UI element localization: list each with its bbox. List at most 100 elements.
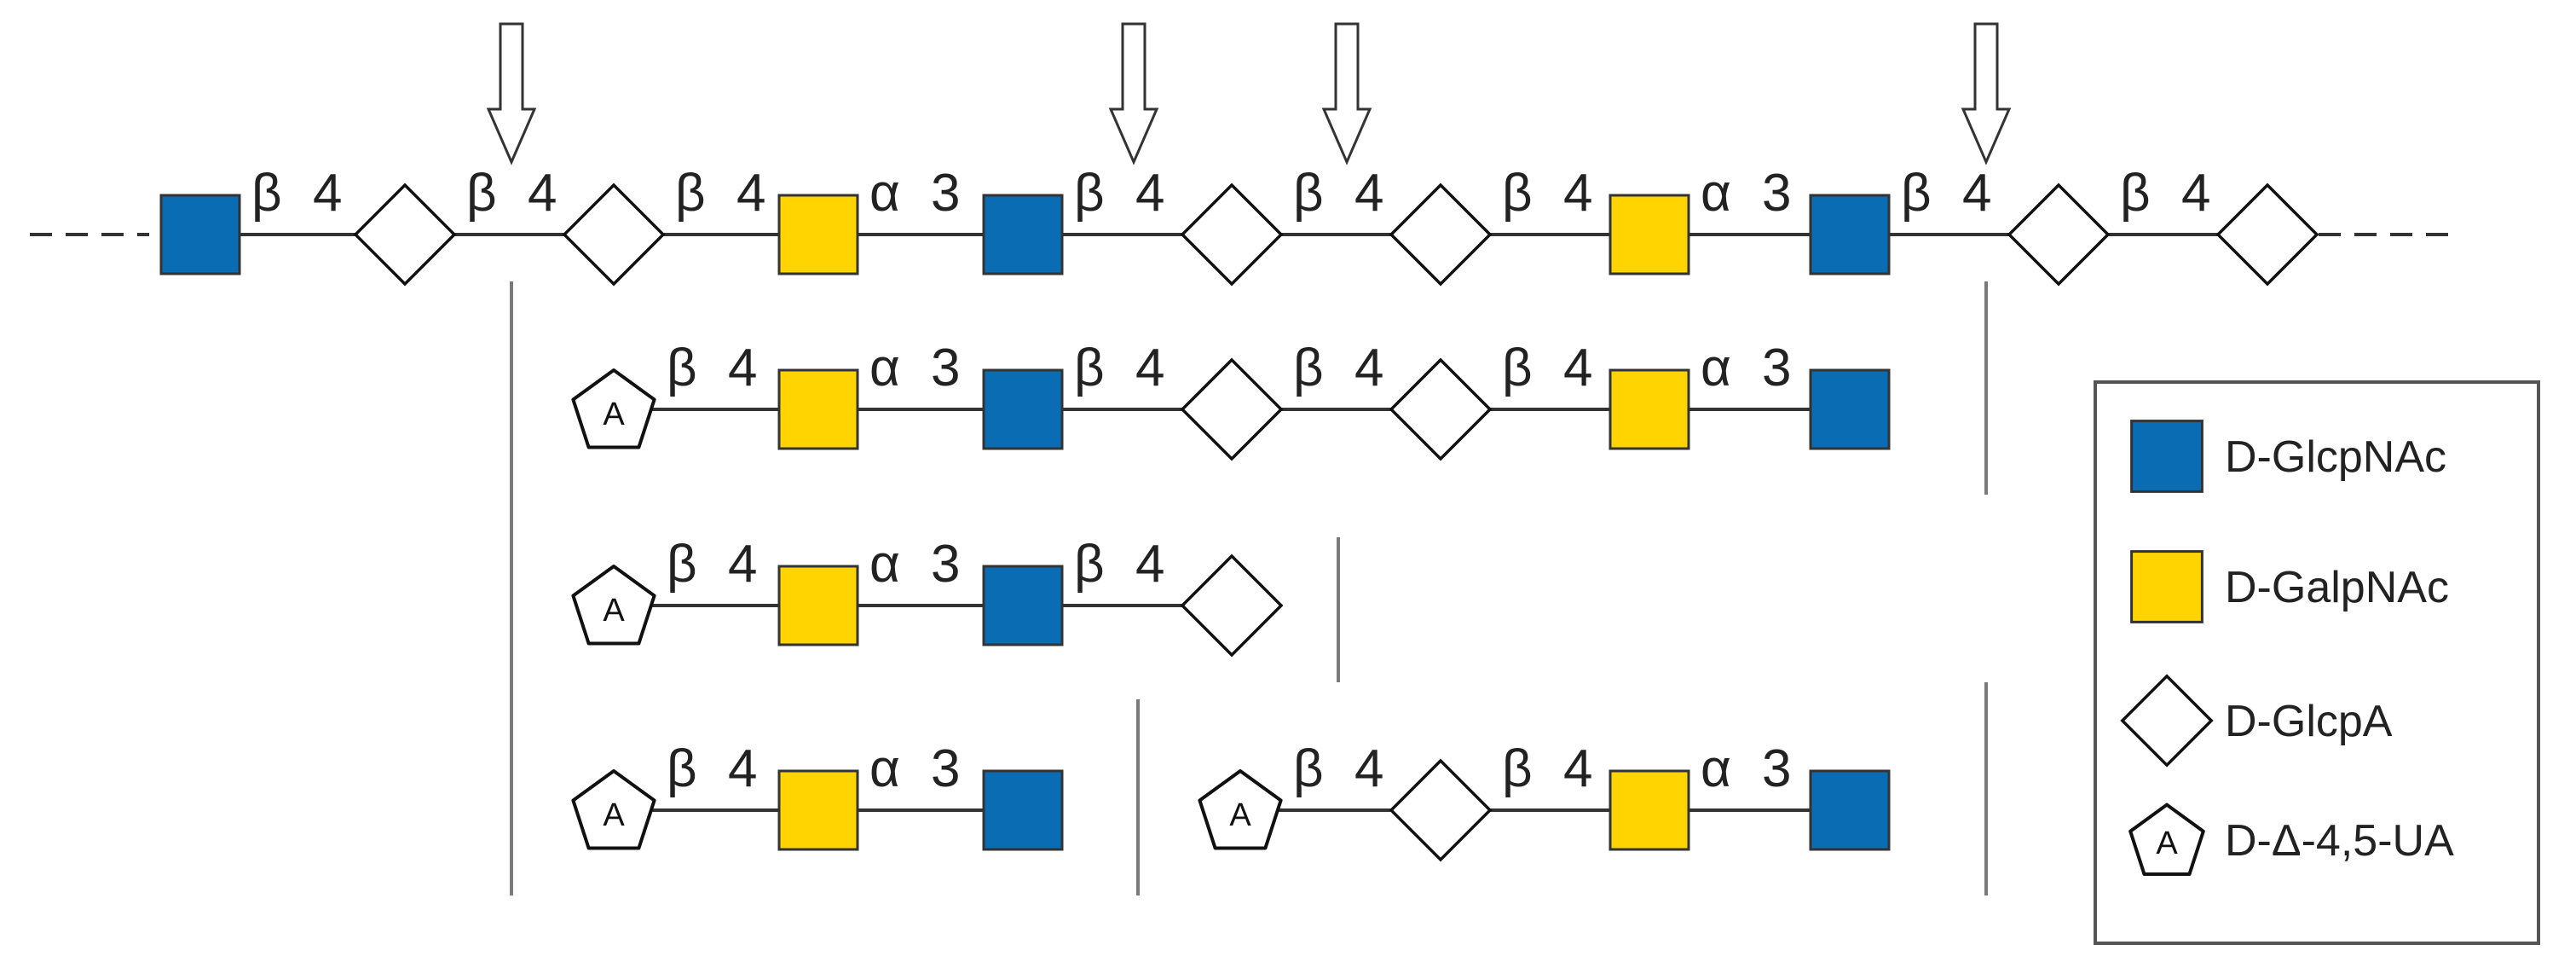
legend-label: D-GalpNAc	[2225, 563, 2449, 612]
anomer-label: β	[2120, 164, 2151, 223]
position-label: 3	[931, 739, 960, 798]
glca-outline	[1180, 183, 1284, 287]
legend-label: D-GlcpNAc	[2225, 432, 2446, 482]
glca-diamond-icon	[1389, 758, 1493, 862]
pentagon-letter: A	[603, 593, 625, 629]
glca-outline	[562, 183, 666, 287]
legend-label: D-GlcpA	[2225, 697, 2393, 746]
pentagon-shape	[571, 565, 656, 646]
glca-diamond-icon	[1180, 553, 1284, 658]
glca-diamond-icon	[1389, 183, 1493, 287]
pentagon-shape	[1198, 769, 1283, 850]
glca-outline	[1389, 357, 1493, 461]
glca-diamond-icon	[353, 183, 457, 287]
anomer-label: β	[1502, 339, 1533, 397]
glcnac-square-icon	[982, 194, 1064, 275]
glca-diamond-icon	[2007, 183, 2111, 287]
position-label: 4	[1354, 339, 1383, 397]
residue-symbols: A A A A	[159, 183, 2319, 862]
anomer-label: β	[675, 164, 706, 223]
glca-outline	[1180, 357, 1284, 461]
anomer-label: β	[667, 739, 697, 798]
position-label: 4	[1563, 164, 1592, 223]
delta-ua-pentagon-icon: A	[571, 368, 656, 449]
position-label: 3	[931, 535, 960, 594]
glca-diamond-icon	[1180, 357, 1284, 461]
pentagon-letter: A	[603, 797, 625, 833]
anomer-label: β	[667, 535, 697, 594]
anomer-label: β	[1074, 164, 1105, 223]
galnac-square-icon	[777, 194, 859, 275]
delta-ua-pentagon-icon: A	[2128, 803, 2205, 876]
legend-item: D-GalpNAc	[2130, 550, 2449, 623]
glca-outline	[2007, 183, 2111, 287]
pentagon-letter: A	[2156, 826, 2178, 861]
fragment-2-chain: A	[571, 553, 1284, 658]
position-label: 3	[931, 339, 960, 397]
glcnac-square-icon	[982, 368, 1064, 450]
fragment-4-chain: A	[1198, 758, 1891, 862]
pentagon-shape	[2128, 803, 2205, 876]
glca-outline	[2120, 674, 2214, 768]
glcnac-square-icon	[1809, 769, 1891, 851]
anomer-label: α	[1701, 739, 1731, 798]
position-label: 3	[1762, 164, 1791, 223]
anomer-label: β	[251, 164, 282, 223]
position-label: 4	[1135, 164, 1164, 223]
glcnac-square-icon	[2130, 420, 2203, 493]
position-label: 4	[1563, 339, 1592, 397]
cleavage-arrow-icon	[486, 22, 537, 165]
glca-diamond-icon	[562, 183, 666, 287]
anomer-label: β	[1293, 164, 1324, 223]
anomer-label: β	[1074, 535, 1105, 594]
galnac-square-icon	[2130, 550, 2203, 623]
anomer-label: β	[1901, 164, 1932, 223]
position-label: 3	[1762, 739, 1791, 798]
glca-diamond-icon	[1389, 357, 1493, 461]
position-label: 4	[1354, 164, 1383, 223]
position-label: 4	[528, 164, 557, 223]
position-label: 4	[313, 164, 342, 223]
delta-ua-pentagon-icon: A	[571, 565, 656, 646]
cleavage-arrow-icon	[1321, 22, 1372, 165]
pentagon-letter: A	[603, 397, 625, 432]
cleavage-arrow-icon	[1961, 22, 2012, 165]
polymer-chain	[159, 183, 2319, 287]
glcnac-square-icon	[1809, 194, 1891, 275]
glcnac-square-icon	[982, 769, 1064, 851]
glca-diamond-icon	[2215, 183, 2319, 287]
anomer-label: β	[466, 164, 497, 223]
glca-outline	[1389, 758, 1493, 862]
legend-item: D-GlcpNAc	[2130, 420, 2446, 493]
anomer-label: β	[1502, 739, 1533, 798]
galnac-square-icon	[1609, 769, 1690, 851]
anomer-label: β	[1293, 339, 1324, 397]
glca-outline	[1389, 183, 1493, 287]
position-label: 4	[728, 739, 757, 798]
glca-outline	[2215, 183, 2319, 287]
pentagon-shape	[571, 368, 656, 449]
fragment-1-chain: A	[571, 357, 1891, 461]
anomer-label: α	[869, 339, 900, 397]
position-label: 4	[736, 164, 765, 223]
position-label: 4	[1135, 535, 1164, 594]
position-label: 4	[1354, 739, 1383, 798]
glcnac-square-icon	[159, 194, 241, 275]
legend-label: D-Δ-4,5-UA	[2225, 816, 2454, 866]
cleavage-arrows	[486, 22, 2012, 165]
position-label: 4	[1962, 164, 1991, 223]
pentagon-shape	[571, 769, 656, 850]
pentagon-letter: A	[1229, 797, 1251, 833]
delta-ua-pentagon-icon: A	[571, 769, 656, 850]
legend-item: D-GlcpA	[2120, 674, 2393, 768]
anomer-label: α	[869, 739, 900, 798]
anomer-label: α	[869, 535, 900, 594]
glca-outline	[353, 183, 457, 287]
fragment-3-chain: A	[571, 769, 1064, 851]
position-label: 3	[1762, 339, 1791, 397]
galnac-square-icon	[777, 368, 859, 450]
position-label: 4	[728, 339, 757, 397]
